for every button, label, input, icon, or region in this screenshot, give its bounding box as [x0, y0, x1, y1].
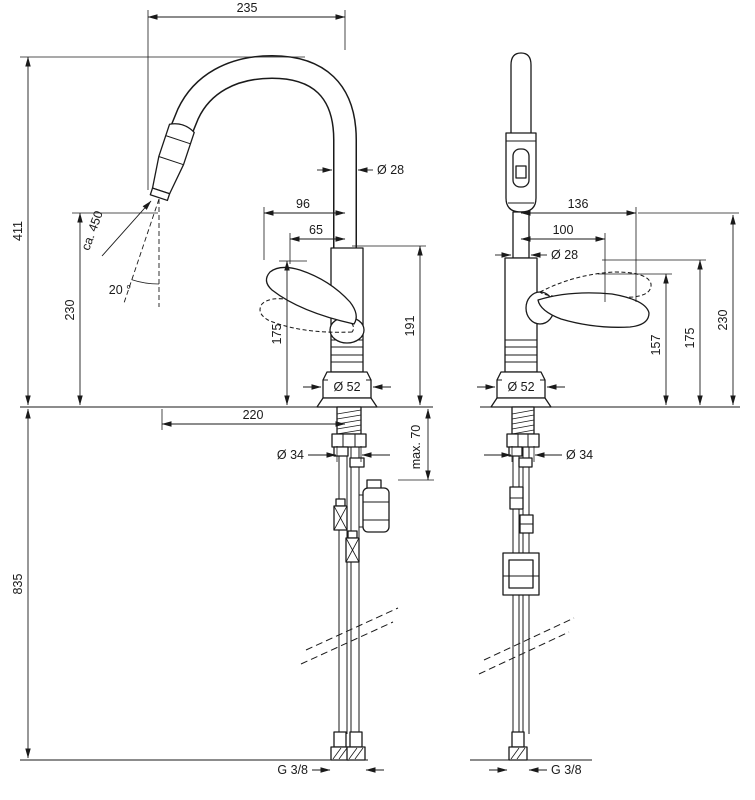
dim-label-157-front: 157 — [649, 335, 663, 356]
mounting-shank — [331, 406, 367, 448]
dim-label-100: 100 — [553, 223, 574, 237]
spout-pipe-inner — [169, 56, 356, 252]
dim-label-230: 230 — [63, 300, 77, 321]
dim-dia-52: Ø 52 — [303, 379, 391, 394]
dim-label-175-front: 175 — [683, 328, 697, 349]
hose-end-fittings — [330, 731, 366, 761]
dim-height-835: 835 — [11, 408, 31, 759]
dim-label-235: 235 — [237, 1, 258, 15]
dim-width-96: 96 — [263, 197, 346, 260]
dim-label-220: 220 — [243, 408, 264, 422]
dim-label-max70: max. 70 — [409, 425, 423, 470]
dim-width-100: 100 — [520, 223, 606, 302]
check-valves — [333, 498, 360, 563]
dim-width-235: 235 — [147, 1, 346, 190]
dim-label-96: 96 — [296, 197, 310, 211]
dim-label-thread-front: G 3/8 — [551, 763, 582, 777]
dim-dia-28-front: Ø 28 — [495, 248, 578, 262]
base-plate — [316, 397, 378, 408]
dim-label-dia34-front: Ø 34 — [566, 448, 593, 462]
spray-head-front — [505, 132, 537, 213]
dim-hose-length: ca. 450 — [79, 200, 152, 257]
dimensions-left: 235 411 230 835 ca. 450 20 ° 9 — [11, 1, 434, 777]
dim-width-136: 136 — [520, 197, 739, 302]
angle-arc — [131, 279, 160, 285]
dim-height-175-front: 175 — [602, 259, 706, 406]
base-plate-front — [490, 397, 552, 408]
dim-label-411: 411 — [11, 221, 25, 241]
dim-label-dia52: Ø 52 — [333, 380, 360, 394]
dim-label-hose: ca. 450 — [79, 209, 106, 252]
dim-height-191: 191 — [352, 245, 426, 406]
handle-alt-position — [259, 298, 355, 333]
hose-connector — [518, 457, 533, 468]
dim-height-157-front: 157 — [598, 273, 672, 406]
hose-weight — [502, 552, 540, 596]
dim-label-dia34: Ø 34 — [277, 448, 304, 462]
dim-label-65: 65 — [309, 223, 323, 237]
dim-label-dia28-front: Ø 28 — [551, 248, 578, 262]
dim-height-411: 411 — [11, 56, 305, 406]
body-rings-front — [505, 339, 537, 363]
mounting-nut-front — [506, 433, 540, 448]
dim-label-136: 136 — [568, 197, 589, 211]
spray-axis-line — [123, 198, 160, 304]
dim-label-191: 191 — [403, 316, 417, 337]
dim-label-175: 175 — [270, 324, 284, 345]
hose-end-fitting-front — [508, 731, 528, 761]
hose-connector — [508, 446, 523, 457]
dim-label-angle: 20 ° — [109, 283, 131, 297]
dim-height-175: 175 — [270, 260, 307, 406]
neck-pipe — [512, 211, 530, 259]
handle-front — [537, 292, 650, 328]
dim-label-835: 835 — [11, 574, 25, 595]
hose-break-lines-front — [478, 617, 575, 675]
dim-width-220: 220 — [161, 408, 346, 430]
dim-height-230-front: 230 — [716, 214, 736, 406]
hose-connector — [349, 457, 365, 468]
dimensions-right: 136 100 Ø 28 230 175 157 — [477, 197, 739, 777]
dim-thread-g38-front: G 3/8 — [489, 763, 582, 777]
dim-width-65: 65 — [289, 223, 346, 264]
dim-dia-34: Ø 34 — [277, 446, 390, 462]
dim-label-dia52-front: Ø 52 — [507, 380, 534, 394]
mounting-shank-front — [506, 406, 540, 448]
left-view — [20, 54, 433, 761]
hose-valve-block — [359, 479, 390, 533]
right-view — [470, 52, 740, 761]
dim-dia-34-front: Ø 34 — [484, 446, 593, 462]
aerator — [149, 187, 171, 202]
mounting-nut — [331, 433, 367, 448]
dim-height-230: 230 — [63, 212, 158, 406]
dim-max-70: max. 70 — [398, 408, 434, 481]
dim-dia-28: Ø 28 — [317, 163, 404, 177]
dim-dia-52-front: Ø 52 — [477, 379, 565, 394]
hose-break-lines — [300, 607, 399, 665]
spray-head — [149, 123, 195, 202]
handle-alt-position-front — [539, 271, 652, 299]
supply-hoses — [333, 446, 365, 734]
dim-label-dia28: Ø 28 — [377, 163, 404, 177]
dim-thread-g38: G 3/8 — [277, 763, 384, 777]
spout-pipe-front — [510, 52, 532, 141]
dim-label-230-front: 230 — [716, 310, 730, 331]
dim-label-thread: G 3/8 — [277, 763, 308, 777]
hose-connector — [333, 446, 349, 457]
